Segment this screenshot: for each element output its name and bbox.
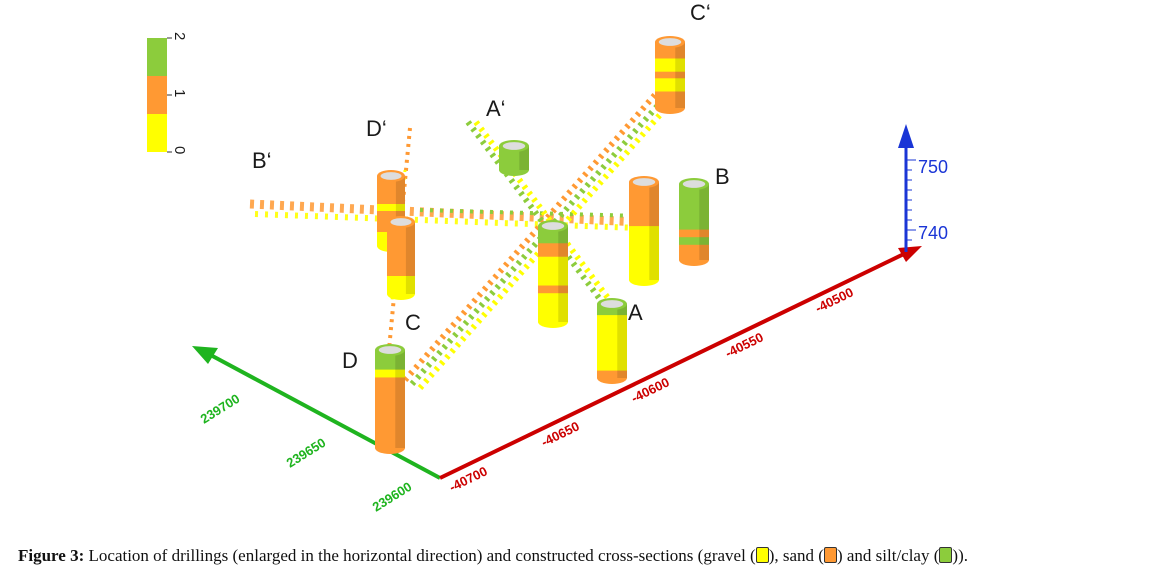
caption-text-2: ), sand (: [768, 546, 824, 565]
x-tick-40550: -40550: [723, 329, 766, 360]
drilling-b-right-cap-core: [682, 180, 706, 188]
legend-silt-clay-band: [147, 38, 167, 76]
drilling-b-left-layer-0: [629, 182, 659, 227]
sand-swatch-icon: [823, 547, 837, 563]
x-tick-40650: -40650: [539, 418, 582, 449]
drilling-c-prime-layer-3: [655, 78, 685, 92]
drilling-d-prime-layer-0: [387, 222, 415, 277]
drilling-b-right-layer-3: [679, 244, 709, 261]
drilling-center-layer-3: [538, 285, 568, 294]
drilling-a-shade: [617, 304, 627, 378]
drilling-d-prime-shade: [405, 222, 415, 294]
drilling-c-prime: [655, 36, 685, 114]
drilling-a: [597, 298, 627, 384]
section-labels: A A‘ B B‘ C C‘ D D‘: [252, 0, 730, 373]
drilling-b-right-shade: [699, 184, 709, 260]
caption-text-3: ) and silt/clay (: [836, 546, 940, 565]
legend-gravel-band: [147, 114, 167, 152]
drilling-3d-diagram: 2 1 0: [147, 0, 948, 515]
label-d: D: [342, 348, 358, 373]
caption-prefix: Figure 3:: [18, 546, 85, 565]
drilling-d-layer-2: [375, 377, 405, 449]
drilling-c-prime-layer-4: [655, 91, 685, 109]
drilling-b-prime-upper-shade: [395, 176, 405, 246]
drilling-d-layer-1: [375, 369, 405, 378]
drilling-a-prime-shade: [519, 146, 529, 170]
legend-tick-1: 1: [171, 89, 188, 97]
y-tick-239650: 239650: [284, 435, 329, 471]
z-axis-arrow: [898, 124, 914, 148]
label-c-prime: C‘: [690, 0, 711, 25]
drilling-center: [538, 220, 568, 328]
legend-tick-0: 0: [171, 146, 188, 154]
drilling-c-prime-layer-2: [655, 71, 685, 79]
x-tick-40700: -40700: [447, 463, 490, 494]
drilling-a-layer-2: [597, 370, 627, 379]
drilling-d-prime-layer-1: [387, 276, 415, 295]
drilling-a-cap-core: [600, 300, 624, 308]
drilling-c-prime-shade: [675, 42, 685, 108]
color-legend: 2 1 0: [147, 32, 188, 154]
legend-tick-2: 2: [171, 32, 188, 40]
x-axis-line: [439, 250, 909, 480]
drilling-b-left: [629, 176, 659, 286]
x-tick-40600: -40600: [629, 374, 672, 405]
drilling-a-prime-cap-core: [502, 142, 526, 150]
drilling-d-prime: [387, 216, 415, 300]
drilling-b-right: [679, 178, 709, 266]
drilling-b-prime-upper-cap-core: [380, 172, 402, 180]
drilling-d-prime-cap-core: [390, 218, 412, 226]
drilling-b-left-layer-1: [629, 226, 659, 281]
drilling-center-shade: [558, 226, 568, 322]
drilling-c-prime-layer-1: [655, 58, 685, 73]
section-c-c-line: [402, 78, 683, 390]
legend-sand-band: [147, 76, 167, 114]
section-a-a-line: [465, 120, 617, 312]
drilling-c-prime-cap-core: [658, 38, 682, 46]
drilling-a-prime: [499, 140, 529, 176]
z-tick-740: 740: [918, 223, 948, 243]
label-c: C: [405, 310, 421, 335]
y-axis-line: [204, 350, 441, 480]
label-a: A: [628, 300, 643, 325]
y-tick-239600: 239600: [370, 479, 415, 515]
drilling-center-layer-1: [538, 243, 568, 258]
label-d-prime: D‘: [366, 116, 387, 141]
drilling-b-right-layer-2: [679, 237, 709, 246]
label-b: B: [715, 164, 730, 189]
drilling-d-shade: [395, 350, 405, 448]
gravel-swatch-icon: [755, 547, 769, 563]
drilling-b-left-shade: [649, 182, 659, 280]
drilling-center-layer-4: [538, 293, 568, 323]
caption-text-1: Location of drillings (enlarged in the h…: [84, 546, 756, 565]
drilling-center-layer-2: [538, 256, 568, 287]
section-b-b-line: [249, 199, 641, 231]
drillings: [375, 36, 709, 454]
caption-text-4: )).: [952, 546, 968, 565]
y-axis-arrow: [192, 346, 218, 364]
drilling-b-right-layer-0: [679, 184, 709, 231]
silt-clay-swatch-icon: [939, 547, 953, 563]
drilling-center-cap-core: [541, 222, 565, 230]
x-axis-arrow: [898, 246, 922, 262]
drilling-a-layer-1: [597, 315, 627, 372]
z-tick-750: 750: [918, 157, 948, 177]
figure-caption: Figure 3: Location of drillings (enlarge…: [18, 546, 1148, 566]
drilling-d: [375, 344, 405, 454]
drilling-b-prime-upper-layer-1: [377, 204, 405, 212]
drilling-b-left-cap-core: [632, 178, 656, 186]
label-a-prime: A‘: [486, 96, 506, 121]
y-tick-239700: 239700: [198, 391, 243, 427]
drilling-d-cap-core: [378, 346, 402, 354]
axes: 750 740 -40700 -40650 -40600 -40550 -405…: [192, 124, 948, 515]
label-b-prime: B‘: [252, 148, 272, 173]
drilling-b-right-layer-1: [679, 229, 709, 238]
